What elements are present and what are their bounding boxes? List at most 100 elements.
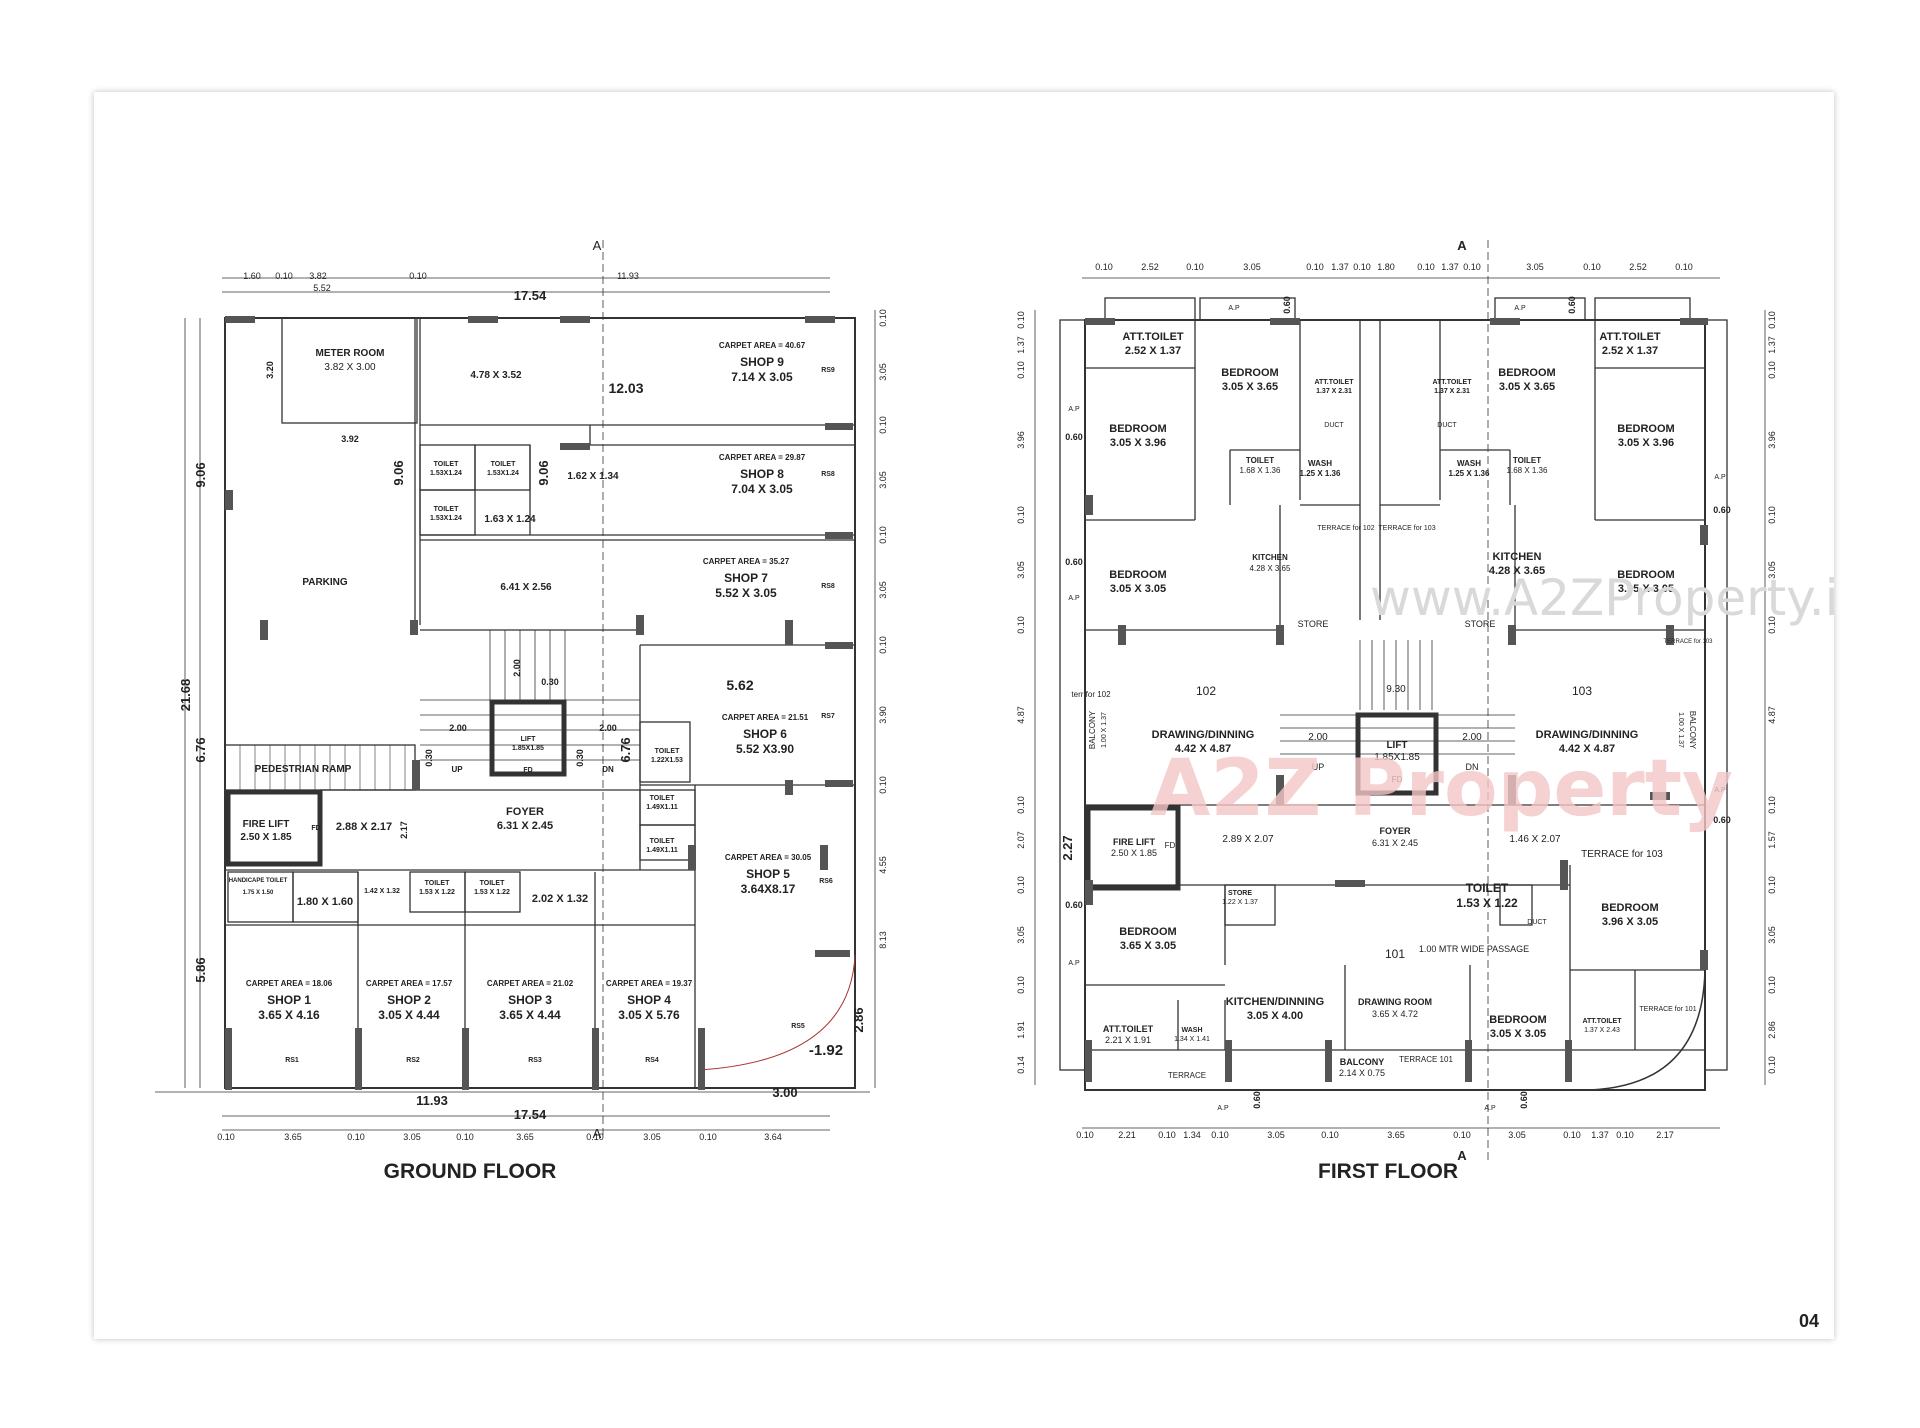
ground_floor-rooms-shop3-size: 3.65 X 4.44	[499, 1008, 561, 1022]
first-top-dim: 0.10	[1095, 262, 1113, 272]
first_floor-rooms-bed_r1-name: BEDROOM	[1498, 367, 1555, 379]
dim-060: 0.60	[1282, 296, 1292, 314]
first-right-dim: 0.10	[1767, 616, 1777, 634]
first_floor-rooms-store_101-size: 1.22 X 1.37	[1222, 899, 1258, 906]
ground_floor-rooms-area_641: 6.41 X 2.56	[500, 582, 552, 593]
ground_floor-rooms-area_288: 2.88 X 2.17	[336, 821, 392, 833]
ground-dim-300: 3.00	[772, 1085, 797, 1100]
first-bottom-dim: 3.65	[1387, 1130, 1405, 1140]
ground-bottom-total: 17.54	[514, 1107, 547, 1122]
ground_floor-rooms-parking: PARKING	[302, 577, 348, 588]
duct-101: DUCT	[1527, 919, 1547, 926]
shop7-rs: RS8	[821, 583, 835, 590]
ap-mark: A.P	[1514, 305, 1526, 312]
first_floor-rooms-toilet_r-size: 1.68 X 1.36	[1507, 466, 1548, 475]
ground_floor-rooms-dim_217: 2.17	[399, 821, 409, 839]
ground_floor-rooms-shop7-size: 5.52 X 3.05	[715, 586, 777, 600]
ground-section-mark-top: A	[593, 238, 602, 253]
ground-right-dim: 0.10	[878, 416, 888, 434]
ground_floor-rooms-dim_562: 5.62	[726, 677, 753, 693]
ground-dim-286: 2.86	[851, 1007, 866, 1032]
ground_floor-rooms-up: UP	[451, 765, 463, 774]
watermark-logo: A2Z Property	[1150, 744, 1733, 834]
store-r: STORE	[1465, 619, 1496, 629]
ground_floor-rooms-toilet_b-size: 1.53X1.24	[487, 470, 519, 477]
first_floor-rooms-lift-name: LIFT	[1386, 740, 1407, 751]
ground_floor-rooms-shop9-name: SHOP 9	[740, 355, 784, 369]
first_floor-rooms-wash_101-size: 1.34 X 1.41	[1174, 1036, 1210, 1043]
terr-102: terr for 102	[1071, 690, 1111, 699]
ap-mark: A.P	[1068, 595, 1080, 602]
dim-060: 0.60	[1065, 432, 1083, 442]
ground-dim-192: -1.92	[809, 1042, 843, 1059]
first_floor-rooms-drawing_r-size: 4.42 X 4.87	[1559, 743, 1615, 755]
ground-right-dim: 3.05	[878, 581, 888, 599]
ground-bottom-sub: 11.93	[416, 1093, 448, 1108]
first_floor-rooms-att_toilet_r-name: ATT.TOILET	[1599, 331, 1661, 343]
ground_floor-rooms-shop6-size: 5.52 X3.90	[736, 742, 794, 756]
shop1-rs: RS1	[285, 1057, 299, 1064]
first_floor-rooms-bed_101a-name: BEDROOM	[1119, 926, 1176, 938]
ground-left-dim: 9.06	[193, 462, 208, 487]
ground_floor-rooms-shop4-size: 3.05 X 5.76	[618, 1008, 680, 1022]
ground_floor-rooms-shop5-carpet: CARPET AREA = 30.05	[725, 853, 812, 862]
shop2-rs: RS2	[406, 1057, 420, 1064]
dim-060: 0.60	[1567, 296, 1577, 314]
ground_floor-rooms-toilet_h-name: TOILET	[480, 880, 505, 887]
first_floor-rooms-wash_r-size: 1.25 X 1.36	[1449, 469, 1490, 478]
first-left-dim: 0.10	[1016, 506, 1026, 524]
ground_floor-rooms-toilet_c-size: 1.53X1.24	[430, 515, 462, 522]
first_floor-rooms-balcony_101-name: BALCONY	[1340, 1057, 1385, 1067]
dim-060: 0.60	[1519, 1091, 1529, 1109]
first-lift	[1355, 712, 1439, 796]
first-right-dim: 0.10	[1767, 796, 1777, 814]
first_floor-rooms-att_toilet_101-size: 2.21 X 1.91	[1105, 1035, 1151, 1045]
terrace-101b: TERRACE 101	[1399, 1055, 1453, 1064]
ground_floor-rooms-fd: FD	[523, 767, 532, 774]
first_floor-rooms-drawing_101-name: DRAWING ROOM	[1358, 997, 1432, 1007]
shop8-rs: RS8	[821, 471, 835, 478]
first_floor-rooms-bed_r3-size: 3.05 X 3.05	[1618, 583, 1674, 595]
first-outer-wall	[1084, 319, 1706, 1091]
ap-mark: A.P	[1714, 787, 1726, 794]
ground-bottom-dim: 0.10	[347, 1132, 365, 1142]
first-right-dim: 0.10	[1767, 311, 1777, 329]
first_floor-rooms-kitchen_101-name: KITCHEN/DINNING	[1226, 996, 1324, 1008]
ground_floor-rooms-shop4-carpet: CARPET AREA = 19.37	[606, 979, 693, 988]
first_floor-rooms-terrace_for_103: TERRACE for 103	[1581, 849, 1663, 860]
first_floor-rooms-toilet_l-name: TOILET	[1246, 456, 1274, 465]
first_floor-rooms-up: UP	[1312, 762, 1325, 772]
ground_floor-rooms-toilet_h-size: 1.53 X 1.22	[474, 889, 510, 896]
first-bottom-dim: 3.05	[1508, 1130, 1526, 1140]
first-right-dim: 2.86	[1767, 1021, 1777, 1039]
ground-right-dim: 0.10	[878, 526, 888, 544]
first_floor-rooms-bed_101b-name: BEDROOM	[1601, 902, 1658, 914]
ground_floor-rooms-area_142: 1.42 X 1.32	[364, 888, 400, 895]
first-top-dim: 0.10	[1675, 262, 1693, 272]
first-right-dim: 1.37	[1767, 336, 1777, 354]
ground_floor-rooms-shop8-size: 7.04 X 3.05	[731, 482, 793, 496]
first_floor-rooms-bed_l1-name: BEDROOM	[1221, 367, 1278, 379]
first_floor-rooms-unit_101: 101	[1385, 947, 1405, 961]
ground-right-dim: 0.10	[878, 636, 888, 654]
shop5-rs: RS6	[819, 878, 833, 885]
first-right-dim: 0.10	[1767, 506, 1777, 524]
first_floor-rooms-bed_101b-size: 3.96 X 3.05	[1602, 916, 1658, 928]
ground_floor-rooms-toilet_d-name: TOILET	[655, 748, 680, 755]
ground_floor-rooms-meter-name: METER ROOM	[316, 348, 385, 359]
ground-lift	[489, 699, 567, 777]
first_floor-rooms-att_small_l-name: ATT.TOILET	[1314, 379, 1354, 386]
ap-mark: A.P	[1068, 960, 1080, 967]
dim-060: 0.60	[1252, 1091, 1262, 1109]
first-right-dim: 4.87	[1767, 706, 1777, 724]
ground-right-dim: 0.10	[878, 776, 888, 794]
first_floor-rooms-att_small_r-size: 1.37 X 2.31	[1434, 388, 1470, 395]
first_floor-rooms-fire_lift-name: FIRE LIFT	[1113, 837, 1155, 847]
first_floor-rooms-kitchen_r-name: KITCHEN	[1493, 551, 1542, 563]
ground-stairs	[420, 630, 640, 761]
ground_floor-rooms-dim_1203: 12.03	[608, 380, 643, 396]
first_floor-rooms-bed_101c-size: 3.05 X 3.05	[1490, 1028, 1546, 1040]
ground_floor-rooms-foyer-name: FOYER	[506, 806, 544, 818]
ground-top-sub: 5.52	[313, 283, 331, 293]
first-left-dim: 0.14	[1016, 1056, 1026, 1074]
